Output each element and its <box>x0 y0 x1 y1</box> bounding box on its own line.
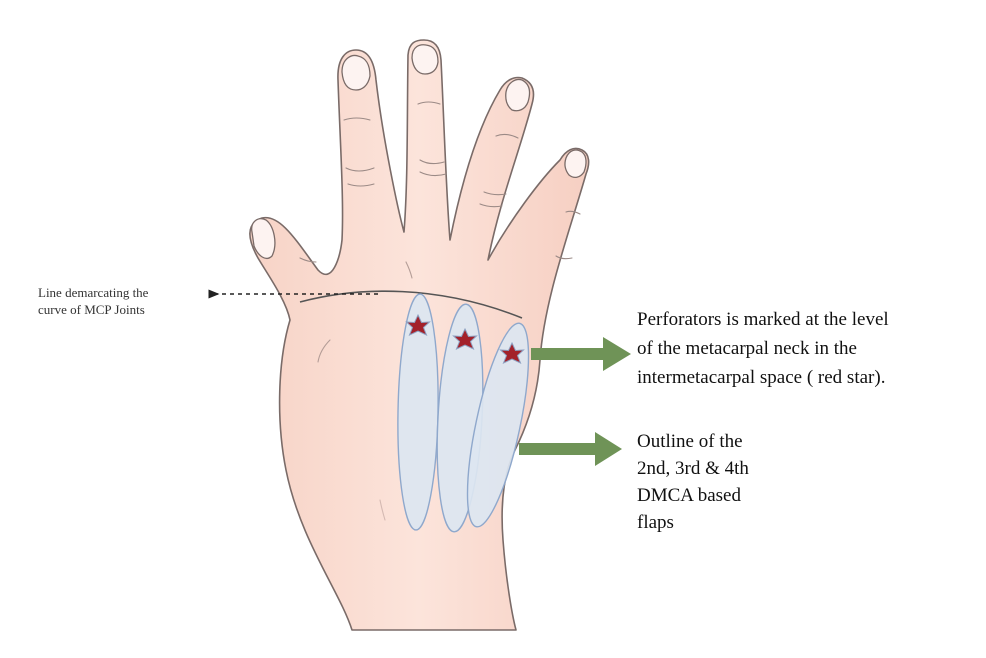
perforators-label-line-1: Perforators is marked at the level <box>637 309 889 330</box>
dmca-flaps <box>397 293 530 533</box>
mcp-line-label: Line demarcating the curve of MCP Joints <box>38 284 148 318</box>
flap-outline-label-line-4: flaps <box>637 512 674 533</box>
pointer-arrows <box>519 337 631 466</box>
perforators-label: Perforators is marked at the level of th… <box>637 305 889 392</box>
green-arrow-icon <box>519 432 622 466</box>
fingernails <box>251 44 587 260</box>
mcp-line-label-line-1: Line demarcating the <box>38 285 149 300</box>
red-star-icon <box>452 327 478 350</box>
perforators-label-line-2: of the metacarpal neck in the <box>637 338 857 359</box>
mcp-joint-curve <box>299 290 523 319</box>
perforator-markers <box>405 313 525 364</box>
little-nail <box>564 149 587 179</box>
index-nail <box>341 54 371 91</box>
flap-4th <box>466 322 530 528</box>
flap-outline-label: Outline of the 2nd, 3rd & 4th DMCA based… <box>637 428 749 536</box>
finger-creases <box>299 101 581 521</box>
flap-outline-label-line-1: Outline of the <box>637 431 743 452</box>
red-star-icon <box>499 341 525 364</box>
mcp-line-label-line-2: curve of MCP Joints <box>38 302 145 317</box>
red-star-icon <box>405 313 431 336</box>
green-arrow-icon <box>531 337 631 371</box>
flap-outline-label-line-2: 2nd, 3rd & 4th <box>637 458 749 479</box>
ring-nail <box>505 78 531 112</box>
flap-outline-label-line-3: DMCA based <box>637 485 741 506</box>
thumb-nail <box>251 218 276 260</box>
middle-nail <box>411 44 439 75</box>
perforators-label-line-3: intermetacarpal space ( red star). <box>637 367 886 388</box>
